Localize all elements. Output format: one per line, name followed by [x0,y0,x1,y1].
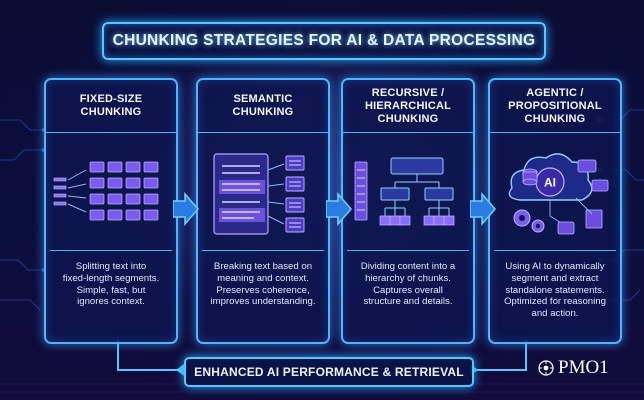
card-description: Splitting text into fixed-length segment… [50,250,172,340]
ai-label: AI [544,176,556,190]
result-banner: ENHANCED AI PERFORMANCE & RETRIEVAL [184,357,474,387]
card-heading: SEMANTIC CHUNKING [198,80,328,133]
card-description: Breaking text based on meaning and conte… [202,250,324,340]
card-recursive: RECURSIVE / HIERARCHICAL CHUNKING Dividi… [341,78,475,344]
arrow-right-icon [173,192,199,226]
semantic-document-icon [213,153,305,235]
card-heading: RECURSIVE / HIERARCHICAL CHUNKING [343,80,473,133]
card-fixed-size: FIXED-SIZE CHUNKING Splitting text into … [44,78,178,344]
arrow-right-icon [470,192,496,226]
card-semantic: SEMANTIC CHUNKING Breaking text b [196,78,330,344]
card-heading: AGENTIC / PROPOSITIONAL CHUNKING [490,80,620,133]
fixed-size-grid-icon [53,161,159,221]
brand-name: PMO1 [558,357,609,378]
card-agentic: AGENTIC / PROPOSITIONAL CHUNKING AI Usin… [488,78,622,344]
hierarchy-tree-icon [354,157,455,226]
ai-brain-cloud-icon: AI [508,153,609,235]
card-heading: FIXED-SIZE CHUNKING [46,80,176,133]
brand-logo-icon [538,360,554,376]
arrow-right-icon [326,192,352,226]
card-description: Dividing content into a hierarchy of chu… [347,250,469,340]
brand: PMO1 [538,356,609,380]
left-arrowhead [176,364,184,376]
page-title: CHUNKING STRATEGIES FOR AI & DATA PROCES… [102,22,546,60]
card-description: Using AI to dynamically segment and extr… [494,250,616,340]
